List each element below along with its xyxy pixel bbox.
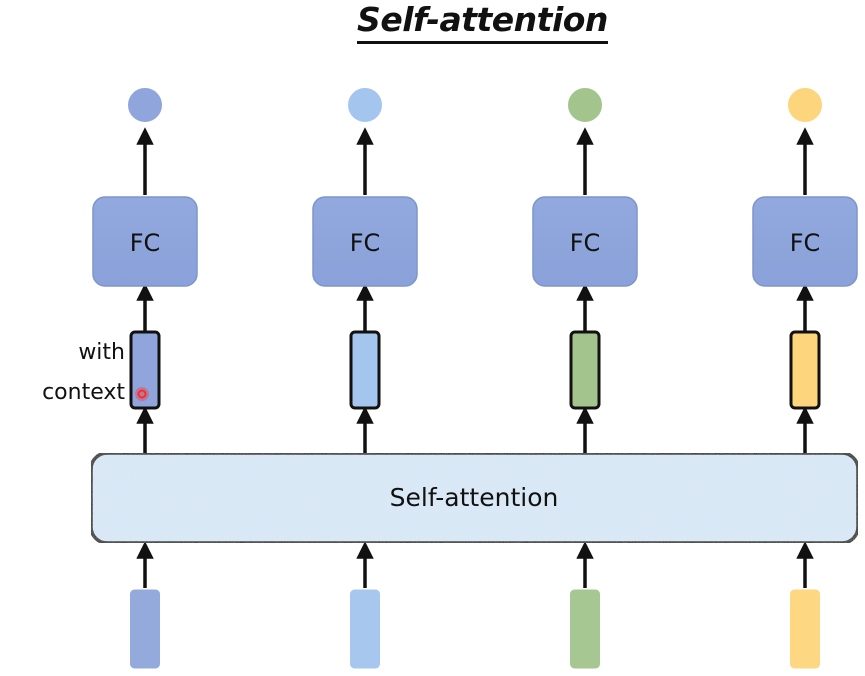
output-node	[788, 88, 822, 122]
cursor-marker	[135, 387, 149, 401]
with-context-label-line1: with	[78, 340, 125, 365]
fc-block	[312, 196, 418, 287]
output-node	[128, 88, 162, 122]
fc-block	[532, 196, 638, 287]
column-2: FC	[312, 88, 418, 669]
fc-block	[752, 196, 858, 287]
output-node	[568, 88, 602, 122]
diagram-title-text: Self-attention	[357, 0, 608, 44]
self-attention-block	[89, 451, 860, 545]
fc-block	[92, 196, 198, 287]
context-vector	[569, 330, 601, 410]
diagram-title: Self-attention	[0, 0, 865, 44]
fc-label: FC	[130, 229, 161, 257]
context-vector	[349, 330, 381, 410]
input-vector	[570, 589, 600, 669]
fc-label: FC	[570, 229, 601, 257]
fc-label: FC	[790, 229, 821, 257]
column-4: FC	[752, 88, 858, 669]
input-vector	[790, 589, 820, 669]
self-attention-layer: Self-attention	[89, 451, 860, 545]
cursor-dot	[137, 389, 147, 399]
input-vector	[130, 589, 160, 669]
column-1: FC	[92, 88, 198, 669]
fc-label: FC	[350, 229, 381, 257]
with-context-label-line2: context	[42, 380, 125, 405]
cursor-glow	[135, 387, 149, 401]
input-vector	[350, 589, 380, 669]
context-vector	[789, 330, 821, 410]
output-node	[348, 88, 382, 122]
self-attention-label: Self-attention	[390, 483, 559, 512]
columns-layer: FC FC FC FC	[92, 88, 858, 669]
column-3: FC	[532, 88, 638, 669]
